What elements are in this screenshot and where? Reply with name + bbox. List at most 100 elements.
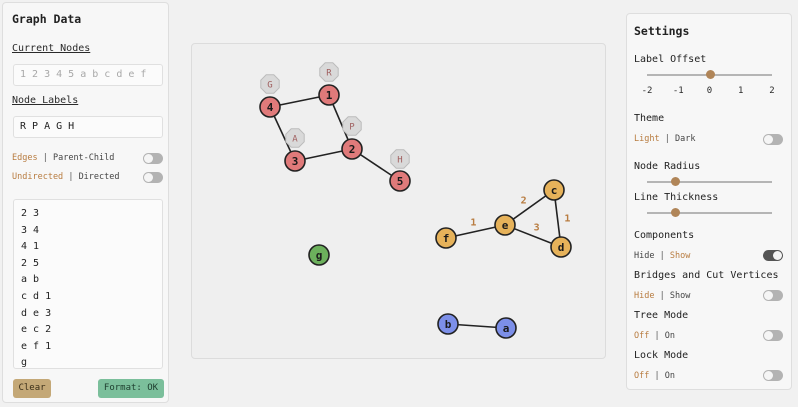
graph-node-1 bbox=[318, 84, 340, 106]
parent-child-option: Parent-Child bbox=[52, 153, 115, 163]
format-status-button[interactable]: Format: OK bbox=[98, 379, 164, 398]
directed-option: Directed bbox=[78, 172, 120, 182]
components-heading: Components bbox=[634, 230, 695, 241]
bridges-show-option: Show bbox=[669, 291, 691, 301]
label-offset-tick: -1 bbox=[672, 86, 684, 96]
graph-data-panel: Graph Data Current Nodes 1 2 3 4 5 a b c… bbox=[2, 2, 169, 403]
direction-toggle[interactable] bbox=[143, 172, 163, 183]
lock-mode-heading: Lock Mode bbox=[634, 350, 689, 361]
label-offset-ticks: -2 -1 0 1 2 bbox=[642, 86, 775, 98]
edge-list-line: 2 3 bbox=[21, 208, 40, 219]
node-label-badge bbox=[260, 74, 280, 94]
tree-mode-off-option: Off bbox=[634, 331, 650, 341]
slider-thumb[interactable] bbox=[705, 70, 715, 79]
graph-node-a bbox=[495, 317, 517, 339]
node-labels-heading: Node Labels bbox=[12, 95, 79, 106]
edge-list-line: e c 2 bbox=[21, 324, 52, 336]
direction-mode-label: Undirected | Directed bbox=[12, 172, 120, 182]
node-id-text: d bbox=[558, 241, 565, 254]
edges-option: Edges bbox=[12, 153, 38, 163]
node-id-text: g bbox=[316, 249, 323, 262]
graph-node-5 bbox=[389, 170, 411, 192]
node-id-text: a bbox=[503, 322, 510, 335]
graph-node-g bbox=[308, 244, 330, 266]
node-id-text: 5 bbox=[397, 175, 404, 188]
node-label-badge bbox=[319, 62, 339, 82]
line-thickness-slider[interactable] bbox=[647, 208, 772, 217]
theme-toggle[interactable] bbox=[763, 134, 783, 145]
edge-list-line: 2 5 bbox=[21, 257, 40, 269]
bridges-hide-option: Hide bbox=[634, 291, 655, 301]
node-radius-slider[interactable] bbox=[647, 177, 772, 186]
edge-weight-label: 1 bbox=[564, 213, 570, 224]
tree-mode-heading: Tree Mode bbox=[634, 310, 689, 321]
theme-dark-option: Dark bbox=[674, 134, 696, 144]
graph-node-2 bbox=[341, 138, 363, 160]
bridges-options: Hide | Show bbox=[634, 291, 691, 301]
label-offset-heading: Label Offset bbox=[634, 54, 707, 65]
node-id-text: 3 bbox=[292, 155, 299, 168]
edges-mode-toggle[interactable] bbox=[143, 153, 163, 164]
tree-mode-toggle[interactable] bbox=[763, 330, 783, 341]
components-show-option: Show bbox=[669, 251, 691, 261]
undirected-option: Undirected bbox=[12, 172, 64, 182]
label-offset-slider[interactable] bbox=[647, 70, 772, 79]
edge-weight-label: 2 bbox=[521, 195, 527, 206]
current-nodes-field[interactable]: 1 2 3 4 5 a b c d e f bbox=[13, 64, 163, 86]
node-id-text: 1 bbox=[326, 89, 333, 102]
graph-node-f bbox=[435, 227, 457, 249]
label-offset-tick: 0 bbox=[706, 86, 713, 96]
components-hide-option: Hide bbox=[634, 251, 655, 261]
theme-heading: Theme bbox=[634, 113, 665, 124]
node-id-text: e bbox=[502, 219, 509, 232]
edge-list-line: a b bbox=[21, 274, 40, 286]
settings-title: Settings bbox=[634, 24, 690, 38]
components-options: Hide | Show bbox=[634, 251, 691, 261]
line-thickness-heading: Line Thickness bbox=[634, 192, 719, 203]
current-nodes-heading: Current Nodes bbox=[12, 43, 91, 54]
graph-node-e bbox=[494, 214, 516, 236]
node-id-text: f bbox=[443, 232, 450, 245]
node-labels-field[interactable]: R P A G H bbox=[13, 116, 163, 138]
lock-mode-options: Off | On bbox=[634, 371, 675, 381]
graph-node-b bbox=[437, 313, 459, 335]
label-offset-tick: 1 bbox=[738, 86, 744, 96]
edge-list-line: 4 1 bbox=[21, 241, 40, 253]
node-label-badge bbox=[285, 128, 305, 148]
slider-thumb[interactable] bbox=[670, 208, 680, 217]
slider-thumb[interactable] bbox=[670, 177, 680, 186]
graph-node-4 bbox=[259, 96, 281, 118]
lock-mode-off-option: Off bbox=[634, 371, 650, 381]
node-id-text: 2 bbox=[349, 143, 356, 156]
edges-mode-label: Edges | Parent-Child bbox=[12, 153, 115, 163]
edge-weight-label: 3 bbox=[534, 223, 540, 234]
graph-node-c bbox=[543, 179, 565, 201]
bridges-heading: Bridges and Cut Vertices bbox=[634, 270, 779, 281]
node-label-text: A bbox=[292, 135, 298, 145]
theme-options: Light | Dark bbox=[634, 134, 696, 144]
edge-list-line: d e 3 bbox=[21, 307, 52, 319]
edge-list-line: 3 4 bbox=[21, 224, 40, 236]
edge-list-line: c d 1 bbox=[21, 290, 52, 302]
label-offset-tick: 2 bbox=[769, 86, 775, 96]
node-label-text: R bbox=[326, 69, 332, 79]
clear-button[interactable]: Clear bbox=[13, 379, 51, 398]
node-id-text: c bbox=[551, 184, 558, 197]
components-toggle[interactable] bbox=[763, 250, 783, 261]
node-label-text: P bbox=[349, 123, 355, 133]
node-id-text: b bbox=[445, 318, 452, 331]
graph-node-3 bbox=[284, 150, 306, 172]
label-offset-tick: -2 bbox=[641, 86, 653, 96]
edge-list-line: g bbox=[21, 357, 28, 369]
tree-mode-options: Off | On bbox=[634, 331, 675, 341]
graph-data-title: Graph Data bbox=[12, 12, 82, 26]
node-label-badge bbox=[342, 116, 362, 136]
node-id-text: 4 bbox=[267, 101, 274, 114]
lock-mode-toggle[interactable] bbox=[763, 370, 783, 381]
edge-weight-label: 1 bbox=[470, 218, 476, 229]
graph-node-d bbox=[550, 236, 572, 258]
bridges-toggle[interactable] bbox=[763, 290, 783, 301]
